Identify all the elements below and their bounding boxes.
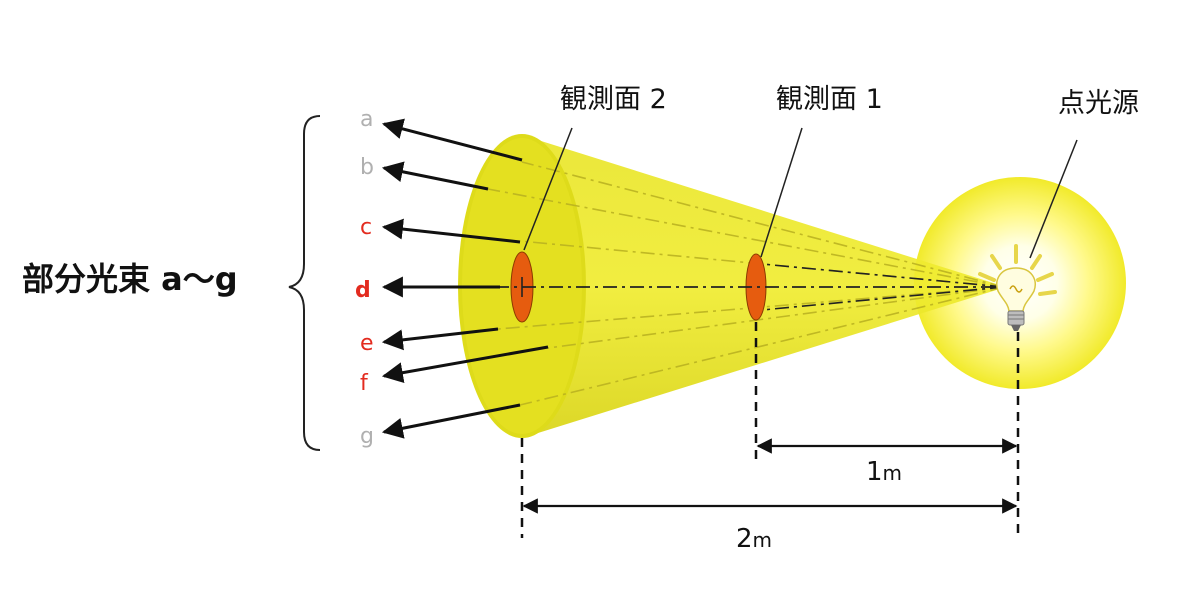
ray-arrow-g [381, 403, 521, 439]
plane2-leader [523, 127, 573, 251]
ray-arrow-f [381, 345, 549, 384]
ray-arrow-a [381, 118, 523, 162]
partial-beam-label: 部分光束 a〜g [22, 260, 238, 298]
source-leader [1029, 139, 1078, 259]
light-bulb-icon [978, 244, 1057, 331]
ray-label-f: f [360, 371, 369, 396]
distance-arrows [522, 438, 1018, 514]
ray-arrows [381, 118, 549, 439]
plane1-rays [761, 263, 1005, 311]
ray-label-a: a [360, 107, 373, 132]
plane2-label: 観測面 2 [560, 84, 667, 115]
plane1-label: 観測面 1 [776, 84, 883, 115]
ray-labels: a b c d e f g [355, 107, 374, 449]
distance-guides [520, 322, 1020, 538]
ray-arrow-c [381, 218, 521, 244]
ray-arrow-e [381, 327, 499, 351]
ray-label-e: e [360, 331, 374, 356]
light-cone [458, 134, 1006, 438]
ray-label-b: b [360, 155, 374, 180]
distance-2m-label: 2m [736, 524, 772, 554]
curly-brace-icon [288, 115, 321, 451]
ray-label-d: d [355, 278, 371, 303]
ray-label-g: g [360, 424, 374, 449]
plane1-leader [760, 127, 803, 258]
ray-label-c: c [360, 215, 372, 240]
source-label: 点光源 [1058, 88, 1139, 119]
ray-arrow-b [381, 161, 489, 191]
distance-1m-label: 1m [866, 457, 902, 487]
